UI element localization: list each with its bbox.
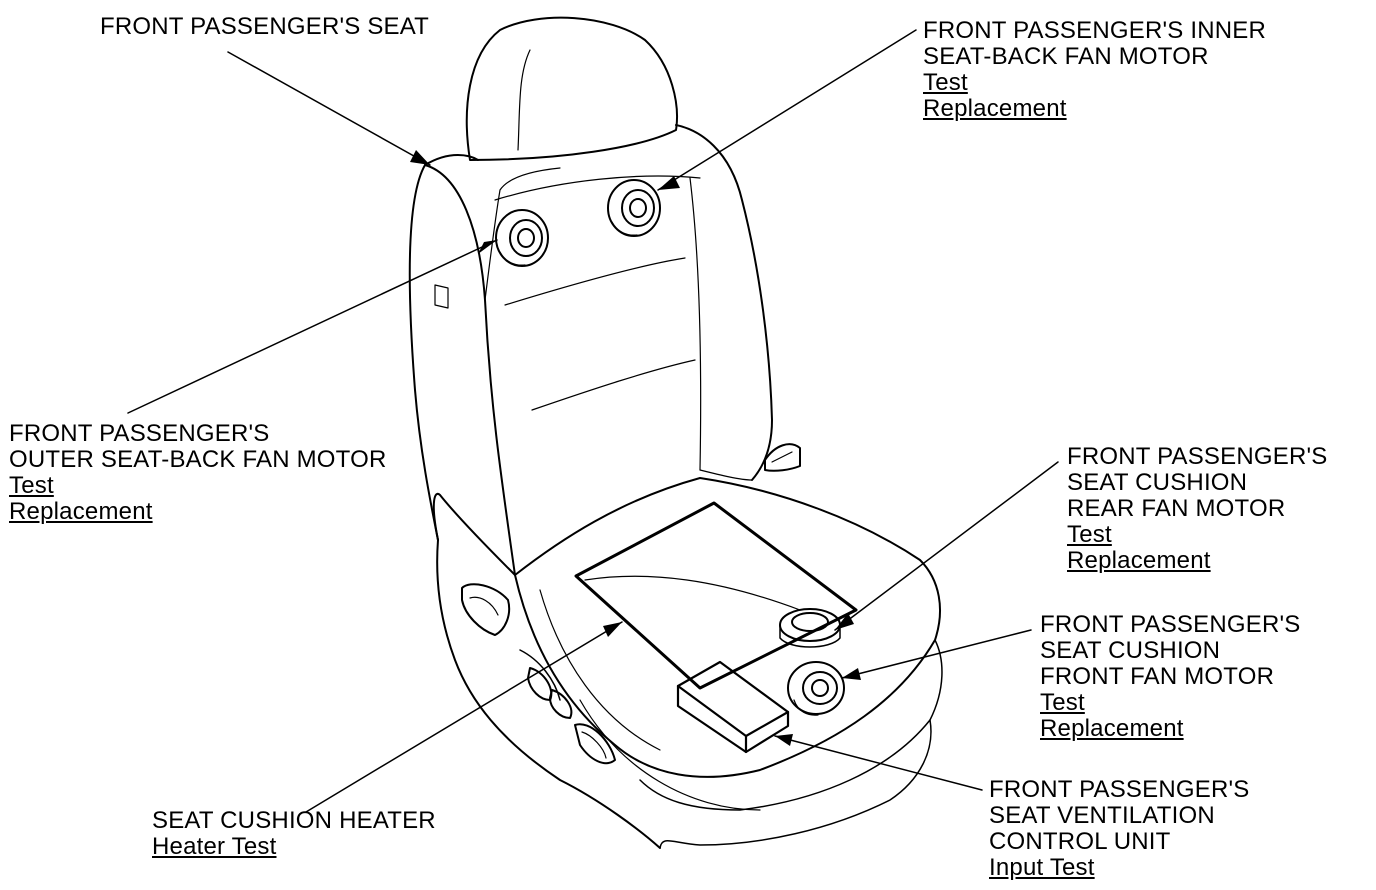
seat-side-trim <box>432 492 661 849</box>
seat-cushion-heater-outline <box>574 501 858 690</box>
callout-seat-cushion-heater: SEAT CUSHION HEATER Heater Test <box>152 808 436 860</box>
callout-title: FRONT PASSENGER'S <box>1040 611 1301 638</box>
callout-title: OUTER SEAT-BACK FAN MOTOR <box>9 446 387 473</box>
leader-line-control-unit <box>774 734 983 791</box>
rear-fan-test-link[interactable]: Test <box>1067 521 1112 548</box>
heater-test-link[interactable]: Heater Test <box>152 833 277 860</box>
leader-line-heater <box>305 621 623 813</box>
inner-fan-replacement-link[interactable]: Replacement <box>923 95 1067 122</box>
callout-title: SEAT-BACK FAN MOTOR <box>923 43 1209 70</box>
rear-cushion-fan-motor-shape <box>779 608 841 648</box>
outer-fan-replacement-link[interactable]: Replacement <box>9 498 153 525</box>
callout-title: SEAT VENTILATION <box>989 802 1215 829</box>
callout-title: FRONT PASSENGER'S SEAT <box>100 13 430 40</box>
callout-title: SEAT CUSHION HEATER <box>152 807 436 834</box>
seat-back <box>408 124 773 576</box>
front-fan-test-link[interactable]: Test <box>1040 689 1085 716</box>
callout-outer-seat-back-fan-motor: FRONT PASSENGER'S OUTER SEAT-BACK FAN MO… <box>9 421 387 525</box>
inner-seat-back-fan-motor-shape <box>607 179 661 237</box>
rear-fan-replacement-link[interactable]: Replacement <box>1067 547 1211 574</box>
recline-lever <box>764 443 801 472</box>
callout-title: REAR FAN MOTOR <box>1067 495 1286 522</box>
ventilation-control-unit-shape <box>676 660 790 754</box>
control-unit-input-test-link[interactable]: Input Test <box>989 854 1095 881</box>
callout-seat-ventilation-control-unit: FRONT PASSENGER'S SEAT VENTILATION CONTR… <box>989 777 1249 881</box>
callout-front-passenger-seat: FRONT PASSENGER'S SEAT <box>100 14 429 40</box>
callout-title: SEAT CUSHION <box>1067 469 1248 496</box>
leader-line-seat <box>227 51 431 166</box>
callout-title: SEAT CUSHION <box>1040 637 1221 664</box>
front-fan-replacement-link[interactable]: Replacement <box>1040 715 1184 742</box>
outer-fan-test-link[interactable]: Test <box>9 472 54 499</box>
callout-title: FRONT FAN MOTOR <box>1040 663 1275 690</box>
leader-line-inner-fan <box>657 29 917 191</box>
front-cushion-fan-motor-shape <box>787 661 845 716</box>
headrest <box>465 16 678 161</box>
callout-title: CONTROL UNIT <box>989 828 1171 855</box>
outer-seat-back-fan-motor-shape <box>495 209 549 267</box>
callout-title: FRONT PASSENGER'S INNER <box>923 17 1267 44</box>
callout-title: FRONT PASSENGER'S <box>9 420 270 447</box>
callout-title: FRONT PASSENGER'S <box>1067 443 1328 470</box>
inner-fan-test-link[interactable]: Test <box>923 69 968 96</box>
leader-line-outer-fan <box>127 239 498 414</box>
seat-cushion <box>514 477 943 849</box>
callout-inner-seat-back-fan-motor: FRONT PASSENGER'S INNER SEAT-BACK FAN MO… <box>923 18 1266 122</box>
leader-line-front-fan <box>841 629 1032 680</box>
leader-line-rear-fan <box>834 461 1059 631</box>
callout-seat-cushion-rear-fan-motor: FRONT PASSENGER'S SEAT CUSHION REAR FAN … <box>1067 444 1327 574</box>
callout-title: FRONT PASSENGER'S <box>989 776 1250 803</box>
callout-seat-cushion-front-fan-motor: FRONT PASSENGER'S SEAT CUSHION FRONT FAN… <box>1040 612 1300 742</box>
